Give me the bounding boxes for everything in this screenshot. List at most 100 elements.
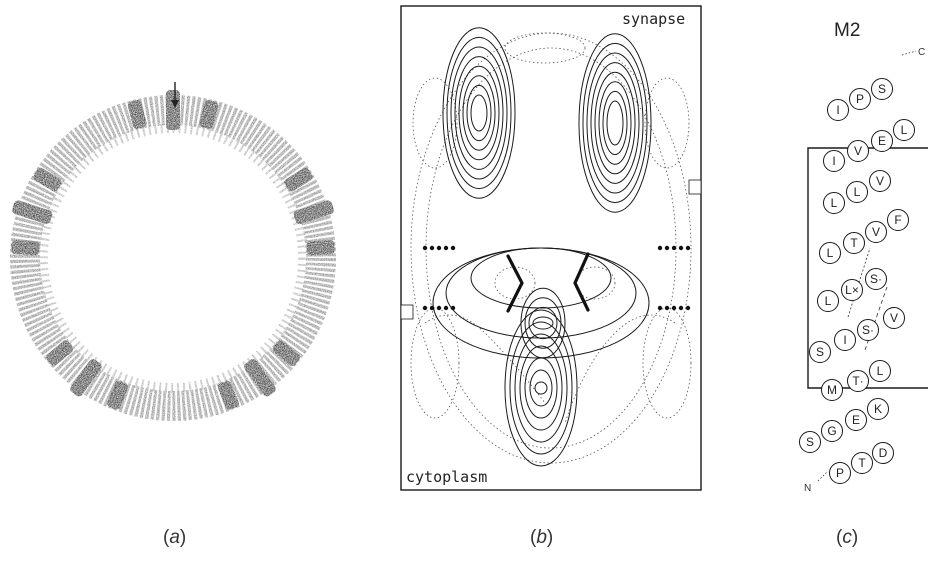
residue: D [873,443,894,464]
membrane-dot [679,306,683,310]
caption-c: (c) [836,527,858,549]
membrane-dot [451,306,455,310]
residue: I [835,330,856,351]
residue: V [848,141,869,162]
residue-letter: D [879,446,888,460]
residue-letter: L [831,196,838,210]
residue: F [888,210,909,231]
contour-line [591,63,639,184]
residue: L [820,243,841,264]
residue-letter: S [816,345,824,359]
residue-letter: M [827,383,837,397]
residue-letter: P [856,92,864,106]
residue-letter: G [827,424,836,438]
residue: S [872,79,893,100]
residue-letter: V [876,174,884,188]
membrane-dot [430,246,434,250]
membrane-dot [658,246,662,250]
residue: L [824,193,845,214]
residue: L× [842,280,863,301]
residue-letter: V [890,311,898,325]
residue: P [830,463,851,484]
n-terminus-label: N [804,483,811,494]
ring-micrograph [0,70,350,450]
c-terminus-label: C [918,47,925,58]
subunit-spoke [199,99,219,130]
residue: L [847,182,868,203]
residue-letter: T [850,236,858,250]
membrane-dot [444,306,448,310]
cytoplasm-label: cytoplasm [406,468,487,486]
caption-b: (b) [530,527,553,549]
residue: L [894,120,915,141]
membrane-dot [437,306,441,310]
residue-letter: L [825,294,832,308]
residue: V [866,222,887,243]
membrane-dot [437,246,441,250]
residue: M [822,380,843,401]
contour-line [525,298,561,348]
membrane-dot [423,246,427,250]
membrane-dot [430,306,434,310]
contour-line [521,288,565,358]
membrane-dot [658,306,662,310]
subunit-spoke [11,240,40,256]
residue: V [870,171,891,192]
residue-letter: I [843,333,846,347]
contour-line [463,76,495,150]
residue-letter: E [852,413,860,427]
residue-letter: S· [870,272,882,286]
residue: T [852,453,873,474]
residue: S [810,342,831,363]
contour-line [505,310,577,466]
residue: L [818,291,839,312]
residue: E [872,131,893,152]
contour-line [599,82,631,164]
residue-letter: E [878,134,886,148]
residue-letter: L [901,123,908,137]
panel-a-ring-image [0,70,350,450]
residue-letter: V [854,144,862,158]
membrane-dot [665,246,669,250]
residue-letter: T· [852,374,863,388]
residue: K [868,399,889,420]
residue: L [870,361,891,382]
residue: G [822,421,843,442]
contour-line [510,322,572,454]
subunit-spoke [166,90,180,130]
contour-line [471,248,611,308]
residue: S· [858,320,879,341]
helix-diagram: N C PTDSGEKMT·LSIS·VLL×S·LTVFLLVIVELIPS [790,15,928,505]
caption-a: (a) [163,527,186,549]
residue-letter: T [858,456,866,470]
m2-title: M2 [834,20,860,42]
residue-letter: I [832,154,835,168]
contour-line [455,57,503,170]
contour-line [515,334,567,442]
residue: P [850,89,871,110]
contour-line [471,95,487,131]
residue: V [884,308,905,329]
residue-letter: S [878,82,886,96]
residue-letter: V [872,225,880,239]
contour-line [607,101,623,145]
channel-helix-markers [508,254,588,311]
membrane-dot [444,246,448,250]
residue: S [800,432,821,453]
residue-letter: S· [862,323,874,337]
contour-line [443,28,515,198]
subunit-spoke [306,240,335,256]
contour-line [459,66,499,160]
membrane-dot [672,306,676,310]
residue-letter: K [874,402,882,416]
contour-line [579,34,651,212]
membrane-dots [423,246,690,310]
residue-letter: S [806,435,814,449]
contour-line [595,72,635,174]
membrane-dot [686,246,690,250]
membrane-dot [672,246,676,250]
membrane-dot [423,306,427,310]
contour-line [520,346,562,430]
residue: E [846,410,867,431]
panel-c-m2-helix: M2 N C PTDSGEKMT·LSIS·VLL×S·LTVFLLVIVELI… [790,15,928,505]
